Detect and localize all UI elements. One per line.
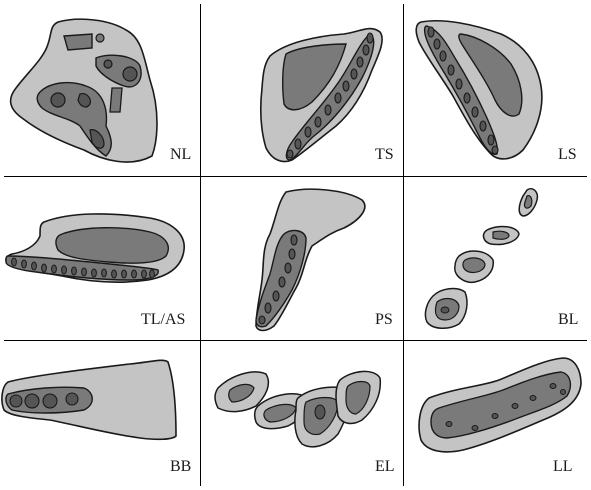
panel-nl: NL <box>0 0 200 176</box>
nl-inner-dot-4 <box>51 93 65 107</box>
ts-bead <box>295 139 301 149</box>
panel-ls: LS <box>403 0 591 176</box>
panel-ps-label: PS <box>375 311 393 329</box>
ts-bead <box>367 33 373 43</box>
bb-bead <box>25 394 39 408</box>
tlas-bead <box>92 269 97 277</box>
panel-ll: LL <box>403 340 591 490</box>
ps-bead <box>291 235 297 245</box>
tlas-bead <box>52 265 57 273</box>
nl-inner-dot-1 <box>96 34 104 42</box>
ls-bead <box>440 51 446 61</box>
tlas-bead <box>102 269 107 277</box>
panel-bb-label: BB <box>170 458 191 476</box>
ls-bead <box>488 135 494 145</box>
ls-bead <box>434 39 440 49</box>
ps-bead <box>279 277 285 287</box>
panel-ll-label: LL <box>553 458 573 476</box>
ll-dot <box>512 404 518 409</box>
tlas-bead <box>22 260 27 268</box>
ts-bead <box>363 45 369 55</box>
ls-bead <box>472 107 478 117</box>
el-dark-dot <box>315 405 325 419</box>
ps-bead <box>285 263 291 273</box>
bl-dark-dot <box>441 307 449 313</box>
tlas-inner-region <box>56 228 168 263</box>
ts-bead <box>287 150 293 158</box>
panel-ts-label: TS <box>375 146 394 164</box>
tlas-bead <box>32 262 37 270</box>
panel-ts: TS <box>200 0 403 176</box>
ll-dot <box>472 426 478 431</box>
tlas-bead <box>150 270 155 278</box>
tlas-bead <box>142 270 147 278</box>
nl-inner-dot-2 <box>104 60 112 68</box>
panel-el-drawing <box>200 340 403 490</box>
ts-bead <box>357 57 363 67</box>
panel-el-label: EL <box>375 458 395 476</box>
bb-bead <box>66 393 78 405</box>
ls-bead <box>428 27 434 37</box>
tlas-bead <box>112 270 117 278</box>
nl-inner-region-4 <box>110 88 122 112</box>
ts-bead <box>305 127 311 137</box>
panel-bl: BL <box>403 176 591 340</box>
panel-nl-label: NL <box>170 146 191 164</box>
tlas-bead <box>62 266 67 274</box>
panel-bb: BB <box>0 340 200 490</box>
ts-bead <box>325 105 331 115</box>
ps-bead <box>265 303 271 313</box>
tlas-bead <box>42 264 47 272</box>
nl-inner-dot-3 <box>123 67 137 81</box>
tlas-bead <box>82 268 87 276</box>
nl-inner-region-1 <box>64 34 92 50</box>
ll-dot <box>446 422 452 427</box>
ps-bead <box>289 249 295 259</box>
panel-ts-drawing <box>200 0 403 176</box>
panel-tlas: TL/AS <box>0 176 200 340</box>
ts-bead <box>343 81 349 91</box>
ps-bead <box>259 316 265 324</box>
panel-tlas-label: TL/AS <box>141 311 185 329</box>
ls-bead <box>464 93 470 103</box>
ls-bead <box>492 146 498 154</box>
tlas-bead <box>72 267 77 275</box>
bl-inner-segment-3 <box>463 258 485 273</box>
panel-ls-label: LS <box>558 146 577 164</box>
tlas-bead <box>122 270 127 278</box>
bl-inner-segment-2 <box>493 231 509 239</box>
panel-bl-label: BL <box>558 311 578 329</box>
ts-bead <box>315 117 321 127</box>
panel-ps-drawing <box>200 176 403 340</box>
ll-dot <box>550 384 556 389</box>
bb-bead <box>10 395 22 407</box>
ls-bead <box>480 121 486 131</box>
bb-bead <box>43 394 57 408</box>
ls-bead <box>448 65 454 75</box>
ts-bead <box>335 93 341 103</box>
tlas-bead <box>12 258 17 266</box>
ps-bead <box>273 291 279 301</box>
ll-dot <box>561 390 566 395</box>
tlas-bead <box>132 270 137 278</box>
ls-bead <box>456 79 462 89</box>
panel-ps: PS <box>200 176 403 340</box>
panel-el: EL <box>200 340 403 490</box>
ll-dot <box>492 414 498 419</box>
ll-dot <box>530 396 536 401</box>
ts-bead <box>351 69 357 79</box>
